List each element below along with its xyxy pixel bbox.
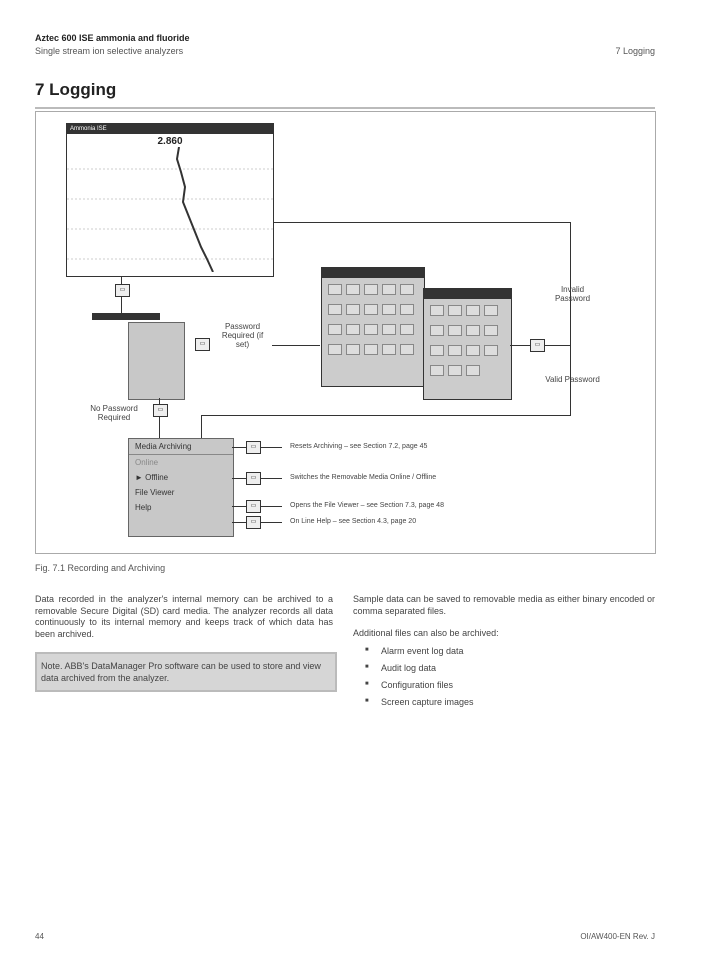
- menu-item-media-archiving[interactable]: Media Archiving: [129, 439, 233, 455]
- menu-item-offline[interactable]: ► Offline: [135, 473, 169, 482]
- section-title: 7 Logging: [35, 80, 117, 99]
- callout-key-icon: ▭: [115, 284, 130, 297]
- offline-label: Offline: [145, 473, 169, 482]
- keypad-keys: [322, 278, 424, 366]
- menu-item-online[interactable]: Online: [135, 458, 159, 467]
- screen-titlebar: Ammonia ISE: [67, 124, 273, 134]
- archive-file-list: Alarm event log data Audit log data Conf…: [353, 646, 655, 714]
- list-item: Screen capture images: [353, 697, 655, 707]
- note-box: Note. ABB's DataManager Pro software can…: [35, 652, 337, 692]
- desc-online-offline: Switches the Removable Media Online / Of…: [290, 474, 437, 481]
- right-paragraph: Sample data can be saved to removable me…: [353, 594, 655, 616]
- figure-diagram: [35, 111, 656, 554]
- screen-value: 2.860: [157, 136, 183, 147]
- callout-key-icon: ▭: [246, 441, 261, 454]
- connector: [273, 222, 570, 223]
- keypad-dialog: [321, 267, 425, 387]
- label-invalid-password: Invalid Password: [554, 285, 591, 303]
- title-rule: [35, 107, 655, 109]
- additional-files-intro: Additional files can also be archived:: [353, 628, 499, 638]
- desc-reset-archiving: Resets Archiving – see Section 7.2, page…: [290, 443, 428, 450]
- doc-reference: OI/AW400-EN Rev. J: [580, 932, 655, 941]
- page-number: 44: [35, 932, 44, 941]
- desc-file-viewer: Opens the File Viewer – see Section 7.3,…: [290, 502, 444, 509]
- label-password-required: Password Required (if set): [221, 322, 264, 349]
- callout-key-icon: ▭: [246, 472, 261, 485]
- section-ref: 7 Logging: [615, 46, 655, 56]
- doc-subtitle: Single stream ion selective analyzers: [35, 46, 184, 56]
- callout-key-icon: ▭: [195, 338, 210, 351]
- connector: [201, 415, 202, 438]
- screen-title: Ammonia ISE: [70, 126, 107, 132]
- connector: [272, 345, 320, 346]
- label-valid-password: Valid Password: [545, 375, 600, 384]
- connector: [159, 398, 160, 438]
- screen-window: Ammonia ISE 2.860: [66, 123, 274, 277]
- doc-title: Aztec 600 ISE ammonia and fluoride: [35, 33, 190, 43]
- numpad-keys: [424, 299, 511, 387]
- trend-chart: [67, 146, 273, 273]
- main-menu: [128, 322, 185, 400]
- list-item: Alarm event log data: [353, 646, 655, 656]
- connector: [570, 222, 571, 415]
- figure-caption: Fig. 7.1 Recording and Archiving: [35, 563, 166, 573]
- callout-key-icon: ▭: [153, 404, 168, 417]
- desc-help: On Line Help – see Section 4.3, page 20: [290, 518, 417, 525]
- callout-key-icon: ▭: [246, 500, 261, 513]
- list-item: Configuration files: [353, 680, 655, 690]
- numeric-keypad-dialog: [423, 288, 512, 400]
- trend-line: [175, 146, 214, 273]
- menu-bar: [92, 313, 160, 320]
- callout-key-icon: ▭: [246, 516, 261, 529]
- callout-key-icon: ▭: [530, 339, 545, 352]
- archiving-menu: Media Archiving Online ► Offline File Vi…: [128, 438, 234, 537]
- menu-item-help[interactable]: Help: [135, 503, 152, 512]
- list-item: Audit log data: [353, 663, 655, 673]
- numpad-titlebar: [424, 289, 511, 299]
- menu-item-file-viewer[interactable]: File Viewer: [135, 488, 175, 497]
- keypad-titlebar: [322, 268, 424, 278]
- label-no-password: No Password Required: [90, 404, 138, 422]
- left-paragraph: Data recorded in the analyzer's internal…: [35, 594, 333, 639]
- connector: [201, 415, 571, 416]
